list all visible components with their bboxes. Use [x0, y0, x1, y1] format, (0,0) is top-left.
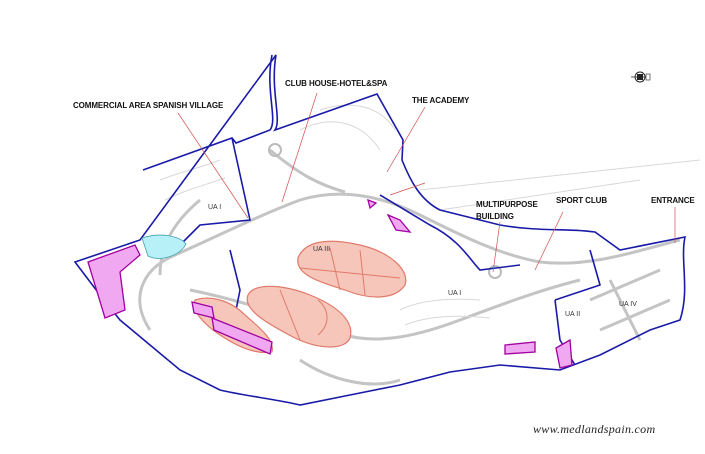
- watermark: www.medlandspain.com: [533, 422, 656, 436]
- roundabout: [488, 265, 502, 279]
- north-arrow-icon: [631, 71, 651, 83]
- label-commercial-area: COMMERCIAL AREA SPANISH VILLAGE: [73, 101, 224, 110]
- label-building: BUILDING: [476, 212, 514, 221]
- residential-internal-roads: [279, 247, 401, 341]
- zone-ua-iv: UA IV: [619, 301, 637, 308]
- label-entrance: ENTRANCE: [651, 196, 695, 205]
- roundabout: [268, 143, 282, 157]
- zone-ua-i-east: UA I: [448, 290, 462, 297]
- residential-areas: [193, 240, 407, 354]
- zone-ua-i-west: UA I: [208, 204, 222, 211]
- label-academy: THE ACADEMY: [412, 96, 470, 105]
- label-sport-club: SPORT CLUB: [556, 196, 608, 205]
- commercial-blocks: [87, 198, 573, 369]
- label-club-house: CLUB HOUSE-HOTEL&SPA: [285, 79, 388, 88]
- road-network: [138, 148, 681, 386]
- leader-lines: [177, 92, 676, 273]
- label-multipurpose: MULTIPURPOSE: [476, 200, 538, 209]
- zone-ua-iii: UA III: [313, 246, 331, 253]
- zone-ua-ii: UA II: [565, 311, 581, 318]
- lot-lines: [159, 104, 701, 326]
- lake: [141, 234, 187, 259]
- site-boundary: [73, 54, 687, 406]
